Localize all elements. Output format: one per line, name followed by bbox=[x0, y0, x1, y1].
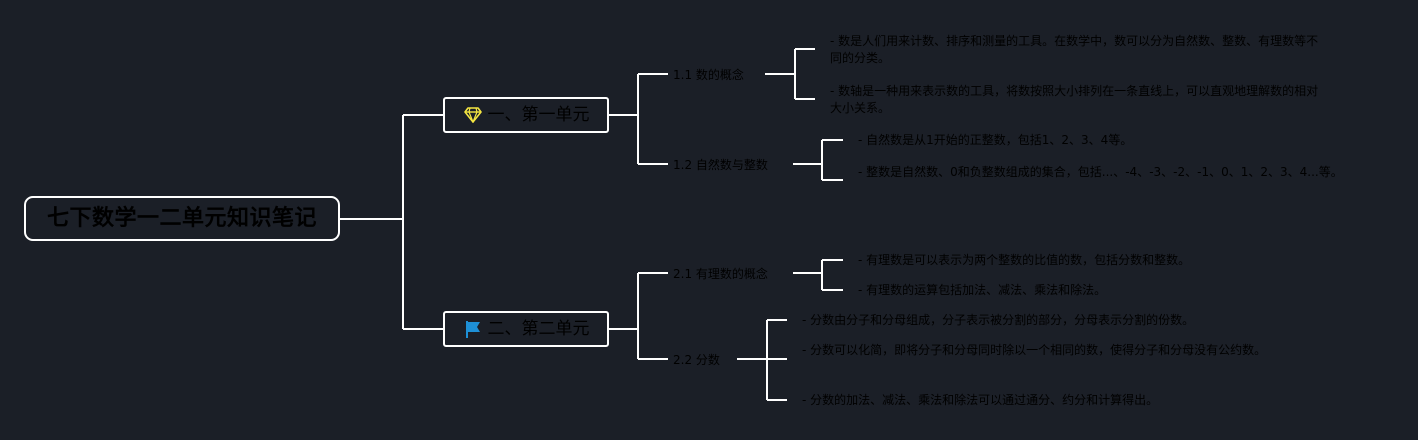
section-1-1[interactable]: 1.1 数的概念 bbox=[673, 68, 744, 82]
note-1-2-b[interactable]: - 整数是自然数、0和负整数组成的集合，包括...、-4、-3、-2、-1、0、… bbox=[858, 165, 1343, 179]
unit-1-topic[interactable]: 一、第一单元 bbox=[443, 97, 609, 133]
connector-root-units bbox=[340, 114, 443, 330]
root-topic[interactable]: 七下数学一二单元知识笔记 bbox=[24, 196, 340, 241]
unit-1-label: 一、第一单元 bbox=[487, 105, 590, 125]
connector-s12-notes bbox=[793, 139, 843, 181]
note-1-1-b[interactable]: - 数轴是一种用来表示数的工具，将数按照大小排列在一条直线上，可以直观地理解数的… bbox=[830, 84, 1319, 115]
note-2-2-a[interactable]: - 分数由分子和分母组成，分子表示被分割的部分，分母表示分割的份数。 bbox=[802, 313, 1195, 327]
connector-unit2-sections bbox=[609, 272, 668, 360]
diamond-icon bbox=[463, 105, 483, 125]
unit-2-topic[interactable]: 二、第二单元 bbox=[443, 311, 609, 347]
connector-unit1-sections bbox=[609, 73, 668, 165]
section-1-2[interactable]: 1.2 自然数与整数 bbox=[673, 158, 768, 172]
note-2-2-b[interactable]: - 分数可以化简，即将分子和分母同时除以一个相同的数，使得分子和分母没有公约数。 bbox=[802, 343, 1267, 357]
connector-s22-notes bbox=[737, 319, 787, 401]
note-1-1-a[interactable]: - 数是人们用来计数、排序和测量的工具。在数学中，数可以分为自然数、整数、有理数… bbox=[830, 34, 1319, 65]
connector-s11-notes bbox=[765, 48, 815, 100]
note-1-2-a[interactable]: - 自然数是从1开始的正整数，包括1、2、3、4等。 bbox=[858, 133, 1133, 147]
note-2-1-a[interactable]: - 有理数是可以表示为两个整数的比值的数，包括分数和整数。 bbox=[858, 253, 1191, 267]
note-2-1-b[interactable]: - 有理数的运算包括加法、减法、乘法和除法。 bbox=[858, 283, 1107, 297]
unit-2-label: 二、第二单元 bbox=[487, 319, 590, 339]
section-2-1[interactable]: 2.1 有理数的概念 bbox=[673, 267, 768, 281]
note-2-2-c[interactable]: - 分数的加法、减法、乘法和除法可以通过通分、约分和计算得出。 bbox=[802, 393, 1159, 407]
flag-icon bbox=[463, 319, 483, 339]
section-2-2[interactable]: 2.2 分数 bbox=[673, 353, 720, 367]
connector-s21-notes bbox=[793, 259, 843, 291]
